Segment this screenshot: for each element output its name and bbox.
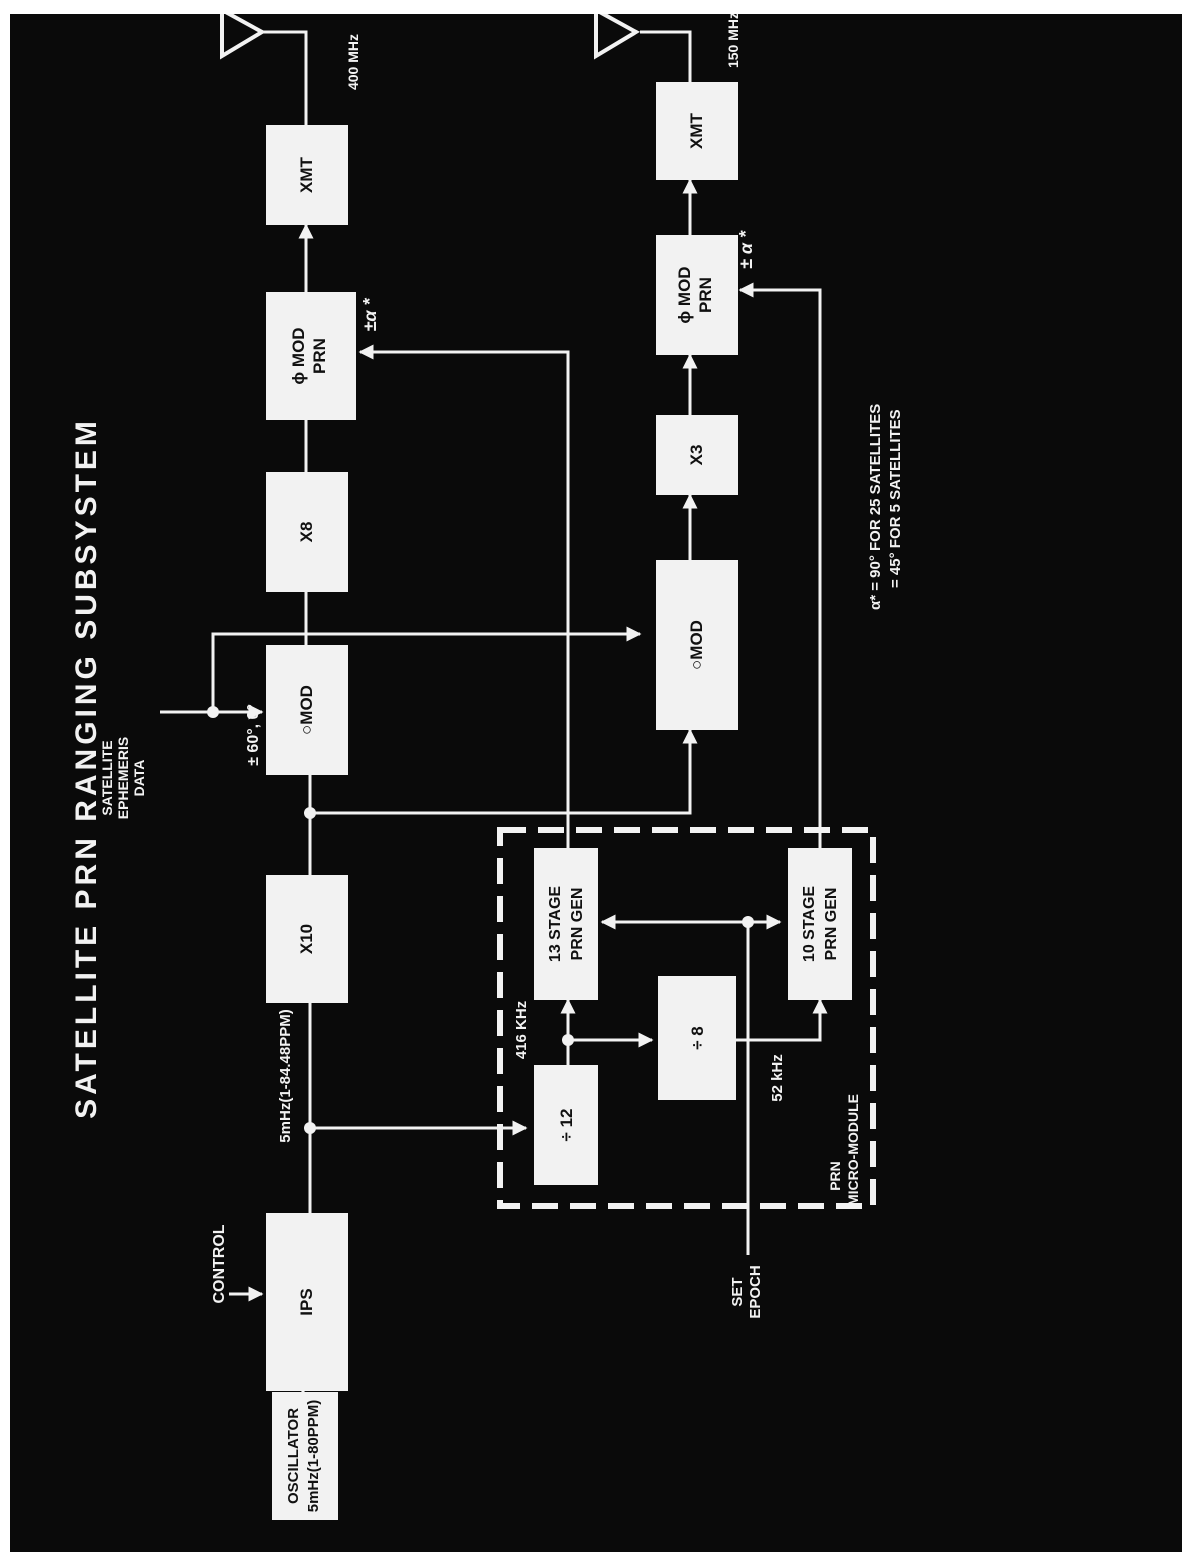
svg-text:X3: X3 xyxy=(687,445,706,466)
phi-mod-prn-lower-block: ϕ MOD PRN xyxy=(656,235,738,355)
svg-text:○MOD: ○MOD xyxy=(687,620,706,670)
svg-text:SATELLITE: SATELLITE xyxy=(99,740,115,815)
divide-by-8-block: ÷ 8 xyxy=(658,976,736,1100)
svg-text:○MOD: ○MOD xyxy=(297,685,316,735)
freq-150mhz-label: 150 MHz xyxy=(725,14,741,68)
alpha-lower-label: ± α * xyxy=(736,230,756,269)
control-label: CONTROL xyxy=(211,1224,228,1303)
x8-block: X8 xyxy=(266,472,348,592)
xmt-lower-block: XMT xyxy=(656,82,738,180)
svg-text:OSCILLATOR: OSCILLATOR xyxy=(285,1408,302,1504)
freq-52khz-label: 52 kHz xyxy=(769,1054,786,1102)
diagram-title: SATELLITE PRN RANGING SUBSYSTEM xyxy=(70,417,103,1119)
svg-text:PRN: PRN xyxy=(696,277,715,313)
alpha-note: α* = 90° FOR 25 SATELLITES = 45° FOR 5 S… xyxy=(867,404,904,610)
oscillator-block: OSCILLATOR 5mHz(1-80PPM) xyxy=(272,1392,338,1520)
svg-text:XMT: XMT xyxy=(297,156,316,193)
slide-background: SATELLITE PRN RANGING SUBSYSTEM xyxy=(10,14,1182,1552)
svg-text:13 STAGE: 13 STAGE xyxy=(547,886,564,963)
x3-block: X3 xyxy=(656,415,738,495)
svg-text:PRN: PRN xyxy=(827,1161,843,1191)
set-epoch-label: SET EPOCH xyxy=(729,1265,764,1318)
svg-text:X10: X10 xyxy=(297,924,316,954)
svg-text:10 STAGE: 10 STAGE xyxy=(801,886,818,963)
svg-text:PRN: PRN xyxy=(310,338,329,374)
svg-text:IPS: IPS xyxy=(297,1288,316,1315)
block-diagram: SATELLITE PRN RANGING SUBSYSTEM xyxy=(70,14,904,1520)
svg-text:XMT: XMT xyxy=(687,112,706,149)
svg-text:ϕ MOD: ϕ MOD xyxy=(675,266,694,323)
prn-module-label: PRN MICRO-MODULE xyxy=(827,1094,861,1206)
svg-text:PRN GEN: PRN GEN xyxy=(823,888,840,961)
svg-text:= 45° FOR 5 SATELLITES: = 45° FOR 5 SATELLITES xyxy=(887,409,904,588)
freq-5mhz-label: 5mHz(1-84.48PPM) xyxy=(277,1009,294,1142)
phase-mod-lower-block: ○MOD xyxy=(656,560,738,730)
phase-mod-upper-block: ○MOD xyxy=(266,645,348,775)
divide-by-12-block: ÷ 12 xyxy=(534,1065,598,1185)
xmt-upper-block: XMT xyxy=(266,125,348,225)
svg-text:α* = 90° FOR 25 SATELLITES: α* = 90° FOR 25 SATELLITES xyxy=(867,404,884,610)
svg-text:PRN GEN: PRN GEN xyxy=(569,888,586,961)
svg-text:EPOCH: EPOCH xyxy=(747,1265,764,1318)
junction-nodes xyxy=(207,706,754,1134)
upper-antenna-icon xyxy=(220,14,267,60)
phase-values-label: ± 60°, 0° xyxy=(245,704,262,766)
svg-text:÷ 12: ÷ 12 xyxy=(557,1109,576,1142)
svg-text:5mHz(1-80PPM): 5mHz(1-80PPM) xyxy=(305,1400,322,1513)
ephemeris-label: SATELLITE EPHEMERIS DATA xyxy=(99,737,147,819)
svg-text:X8: X8 xyxy=(297,522,316,543)
prn-13-stage-block: 13 STAGE PRN GEN xyxy=(534,848,598,1000)
svg-text:÷ 8: ÷ 8 xyxy=(688,1026,707,1050)
x10-block: X10 xyxy=(266,875,348,1003)
freq-416khz-label: 416 KHz xyxy=(513,1001,530,1059)
svg-text:SET: SET xyxy=(729,1277,746,1306)
lower-antenna-icon xyxy=(594,14,641,60)
svg-text:ϕ MOD: ϕ MOD xyxy=(289,327,308,384)
alpha-upper-label: ±α * xyxy=(360,297,380,331)
svg-text:MICRO-MODULE: MICRO-MODULE xyxy=(845,1094,861,1206)
freq-400mhz-label: 400 MHz xyxy=(345,34,361,90)
prn-10-stage-block: 10 STAGE PRN GEN xyxy=(788,848,852,1000)
svg-text:DATA: DATA xyxy=(131,760,147,797)
phi-mod-prn-upper-block: ϕ MOD PRN xyxy=(266,292,356,420)
prn-micro-module-boundary xyxy=(497,827,876,1209)
svg-text:EPHEMERIS: EPHEMERIS xyxy=(115,737,131,819)
ips-block: IPS xyxy=(266,1213,348,1391)
